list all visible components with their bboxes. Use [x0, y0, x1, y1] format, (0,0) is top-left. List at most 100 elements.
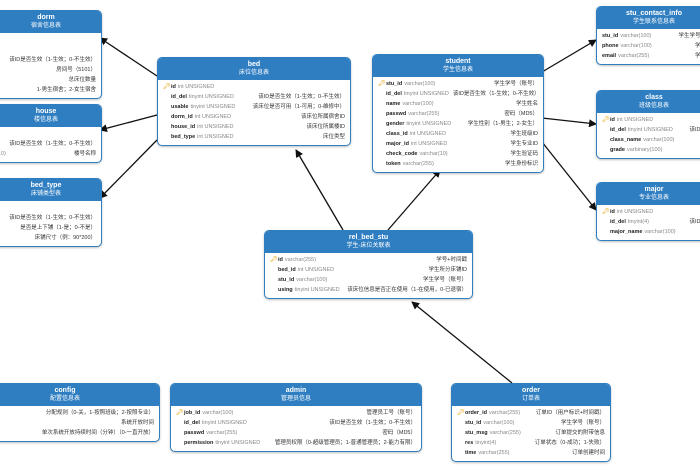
field-type: varchar(100)	[202, 410, 234, 416]
field-row[interactable]: 房间号（5101）	[0, 65, 96, 75]
table-name: admin	[285, 387, 307, 394]
table-description: 楼信息表	[33, 117, 58, 123]
field-row[interactable]	[0, 45, 96, 55]
field-type: varchar(255)	[618, 53, 650, 59]
table-header[interactable]: admin 管理员信息	[171, 384, 421, 406]
table-header[interactable]: bed_type 床铺类型表	[0, 179, 101, 201]
table-dorm[interactable]: dorm 宿舍信息表 该ID是否生效（1-生效；0-不生效） 房间号（5101）…	[0, 10, 102, 99]
table-header[interactable]: stu_contact_info 学生联系信息表	[597, 7, 700, 29]
table-header[interactable]: config 配置信息表	[0, 384, 159, 406]
table-config[interactable]: config 配置信息表 分配规则（0-关，1-按照班级；2-按照专业） 系统开…	[0, 383, 160, 442]
field-comment: 该ID是	[689, 127, 700, 133]
field-row[interactable]: 分配规则（0-关，1-按照班级；2-按照专业）	[0, 408, 154, 418]
edge-bed-bed-type	[99, 139, 158, 199]
field-type: varchar(255)	[284, 257, 317, 263]
field-row[interactable]	[0, 203, 96, 213]
table-header[interactable]: dorm 宿舍信息表	[0, 11, 101, 33]
field-row[interactable]: 1-男生宿舍；2-女生宿舍	[0, 85, 96, 95]
field-row[interactable]: 该ID是否生效（1-生效；0-不生效）	[0, 55, 96, 65]
field-name: job_id	[184, 410, 201, 416]
table-house[interactable]: house 楼信息表 该ID是否生效（1-生效；0-不生效） (10)楼号名称	[0, 104, 102, 163]
field-row[interactable]: 系统开放时间	[0, 418, 154, 428]
table-header[interactable]: rel_bed_stu 学生-床位关联表	[265, 231, 472, 253]
field-name: id	[278, 257, 283, 263]
field-row[interactable]: 该ID是否生效（1-生效；0-不生效）	[0, 213, 96, 223]
field-row[interactable]: 总床位数量	[0, 75, 96, 85]
field-name: house_id	[171, 124, 196, 130]
field-type: tinyint UNSIGNED	[406, 121, 452, 127]
field-name: id	[610, 117, 615, 123]
field-list: 该ID是否生效（1-生效；0-不生效） 房间号（5101） 总床位数量 1-男生…	[0, 33, 101, 98]
field-row[interactable]: 该ID是否生效（1-生效；0-不生效）	[0, 139, 96, 149]
table-name: dorm	[37, 14, 55, 21]
field-type: int UNSIGNED	[197, 134, 234, 140]
table-header[interactable]: bed 床位信息表	[158, 58, 350, 80]
table-header[interactable]: order 订单表	[452, 384, 610, 406]
field-row[interactable]: 单次系统开放持续时间（分钟）（0-一直开放）	[0, 428, 154, 438]
table-description: 学生信息表	[442, 67, 473, 73]
field-type: tinyint UNSIGNED	[190, 104, 236, 110]
table-header[interactable]: student 学生信息表	[373, 55, 543, 77]
table-bed-type[interactable]: bed_type 床铺类型表 该ID是否生效（1-生效；0-不生效） 是否是上下…	[0, 178, 102, 247]
table-header[interactable]: class 班级信息表	[597, 91, 700, 113]
table-header[interactable]: house 楼信息表	[0, 105, 101, 127]
field-row[interactable]: 床铺尺寸（例：90*200）	[0, 233, 96, 243]
primary-key-icon: 🔑︎	[176, 410, 184, 416]
field-row[interactable]: 是否是上下铺（1-是；0-不是）	[0, 223, 96, 233]
field-row[interactable]: (10)楼号名称	[0, 149, 96, 159]
field-type: varchar(100)	[620, 33, 652, 39]
field-row[interactable]	[0, 129, 96, 139]
table-header[interactable]: major 专业信息表	[597, 183, 700, 205]
field-row[interactable]	[0, 35, 96, 45]
primary-key-icon: 🔑︎	[602, 117, 610, 123]
